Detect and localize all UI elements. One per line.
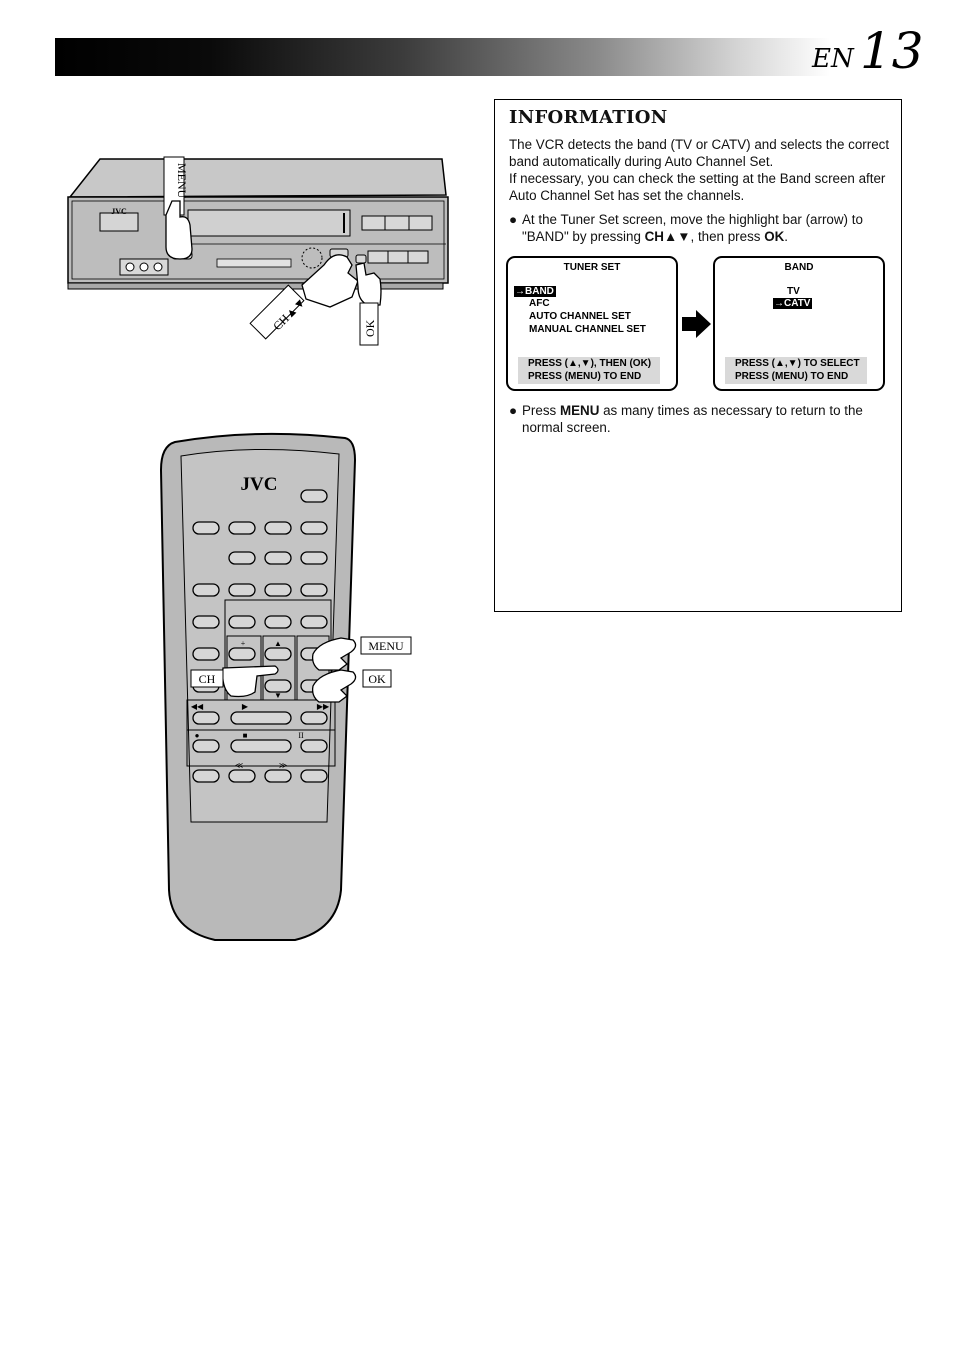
tuner-item-band: →BAND (514, 286, 556, 299)
header-gradient-bar (55, 38, 830, 76)
band-item-catv-label: CATV (784, 298, 811, 309)
tuner-item-band-label: BAND (525, 286, 554, 297)
band-item-catv: →CATV (773, 298, 813, 311)
remote-ch-label: CH (199, 672, 216, 686)
remote-play-sym: ▶ (242, 702, 249, 711)
tuner-item-afc: AFC (529, 298, 550, 309)
bullet-1-text-c: . (784, 229, 789, 244)
remote-skip-back-sym: ≪ (235, 761, 243, 770)
band-footer: PRESS (▲,▼) TO SELECT PRESS (MENU) TO EN… (725, 357, 867, 384)
bullet-tuner-instruction: ● At the Tuner Set screen, move the high… (509, 211, 891, 245)
vcr-menu-label: MENU (175, 163, 189, 199)
tuner-footer-line-2: PRESS (MENU) TO END (528, 370, 642, 382)
tuner-item-manual-channel-set: MANUAL CHANNEL SET (529, 324, 646, 335)
remote-rec-sym: ● (195, 731, 200, 740)
remote-illustration: JVC + – ▲ ▼ ◀◀ ▶ ▶▶ ● ■ II ≪ ≫ MENU (159, 432, 412, 941)
bullet-menu-instruction: ● Press MENU as many times as necessary … (509, 402, 891, 436)
intro-paragraph-2: If necessary, you can check the setting … (509, 171, 886, 203)
tuner-set-title: TUNER SET (563, 262, 621, 273)
bullet-dot: ● (509, 212, 518, 227)
bullet-1-text-b: , then press (690, 229, 765, 244)
language-code: EN (812, 44, 854, 74)
band-screen: BAND TV →CATV PRESS (▲,▼) TO SELECT PRES… (713, 256, 885, 391)
remote-skip-fwd-sym: ≫ (279, 761, 287, 770)
intro-paragraph-1: The VCR detects the band (TV or CATV) an… (509, 137, 890, 169)
information-intro: The VCR detects the band (TV or CATV) an… (509, 136, 891, 204)
remote-brand-logo: JVC (241, 474, 278, 495)
bullet-2-text-b: as many times as necessary to return to … (522, 403, 863, 435)
band-item-tv: TV (787, 286, 800, 297)
pointer-arrow-icon: → (774, 298, 784, 309)
bullet-1-key-ch: CH▲▼ (644, 229, 691, 244)
bullet-1-key-ok: OK (764, 229, 785, 244)
band-footer-line-2: PRESS (MENU) TO END (735, 370, 849, 382)
bullet-dot: ● (509, 403, 518, 418)
information-box: INFORMATION The VCR detects the band (TV… (494, 99, 902, 612)
pointer-arrow-icon: → (515, 286, 525, 297)
vcr-illustration: JVC MENU CH▲▼ OK (67, 156, 449, 346)
bullet-2-key-menu: MENU (559, 403, 600, 418)
tuner-item-auto-channel-set: AUTO CHANNEL SET (529, 311, 631, 322)
bullet-2-text-a: Press (522, 403, 560, 418)
information-title: INFORMATION (509, 107, 668, 128)
remote-down-sym: ▼ (274, 691, 282, 700)
page-number: 13 (860, 22, 924, 80)
remote-stop-sym: ■ (243, 731, 248, 740)
band-title: BAND (784, 262, 814, 273)
tuner-set-screen: TUNER SET →BAND AFC AUTO CHANNEL SET MAN… (506, 256, 678, 391)
remote-ff-sym: ▶▶ (317, 702, 330, 711)
vcr-brand-logo: JVC (111, 207, 127, 216)
remote-plus-sym: + (241, 639, 246, 648)
remote-up-sym: ▲ (274, 639, 282, 648)
right-arrow-icon (682, 310, 711, 338)
bullet-1-text-a: At the Tuner Set screen, move the highli… (522, 212, 863, 244)
tuner-footer-line-1: PRESS (▲,▼), THEN (OK) (528, 358, 652, 369)
band-footer-line-1: PRESS (▲,▼) TO SELECT (735, 358, 860, 369)
vcr-ok-label: OK (363, 319, 377, 337)
remote-menu-label: MENU (368, 639, 404, 653)
remote-pause-sym: II (298, 731, 304, 740)
remote-ok-label: OK (368, 672, 386, 686)
remote-rew-sym: ◀◀ (191, 702, 204, 711)
tuner-footer: PRESS (▲,▼), THEN (OK) PRESS (MENU) TO E… (518, 357, 660, 384)
